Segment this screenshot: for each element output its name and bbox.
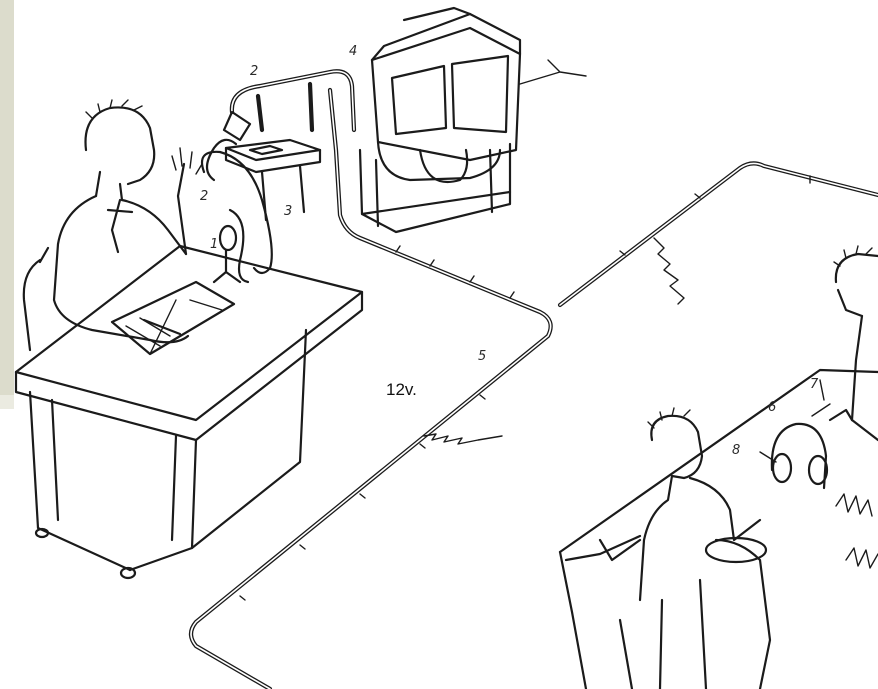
signal-zigzag-marks bbox=[424, 238, 684, 444]
label-2-side: 2 bbox=[200, 190, 208, 203]
label-8: 8 bbox=[732, 444, 740, 457]
voltage-label: 12v. bbox=[386, 381, 417, 398]
label-1: 1 bbox=[210, 238, 218, 251]
student-headset bbox=[760, 404, 830, 488]
label-5: 5 bbox=[478, 350, 486, 363]
label-3: 3 bbox=[284, 205, 292, 218]
open-book bbox=[112, 282, 234, 354]
monitor-equipment bbox=[360, 8, 586, 232]
label-6: 6 bbox=[768, 401, 776, 414]
student-back-figure bbox=[830, 246, 878, 440]
label-4: 4 bbox=[349, 45, 357, 58]
student-table bbox=[560, 370, 878, 689]
label-7: 7 bbox=[810, 378, 818, 391]
connector-cable-to-monitor bbox=[232, 71, 354, 130]
student-front-figure bbox=[600, 408, 770, 689]
teacher-figure bbox=[24, 100, 202, 350]
label-2-top: 2 bbox=[250, 65, 258, 78]
wire-route bbox=[191, 90, 878, 689]
